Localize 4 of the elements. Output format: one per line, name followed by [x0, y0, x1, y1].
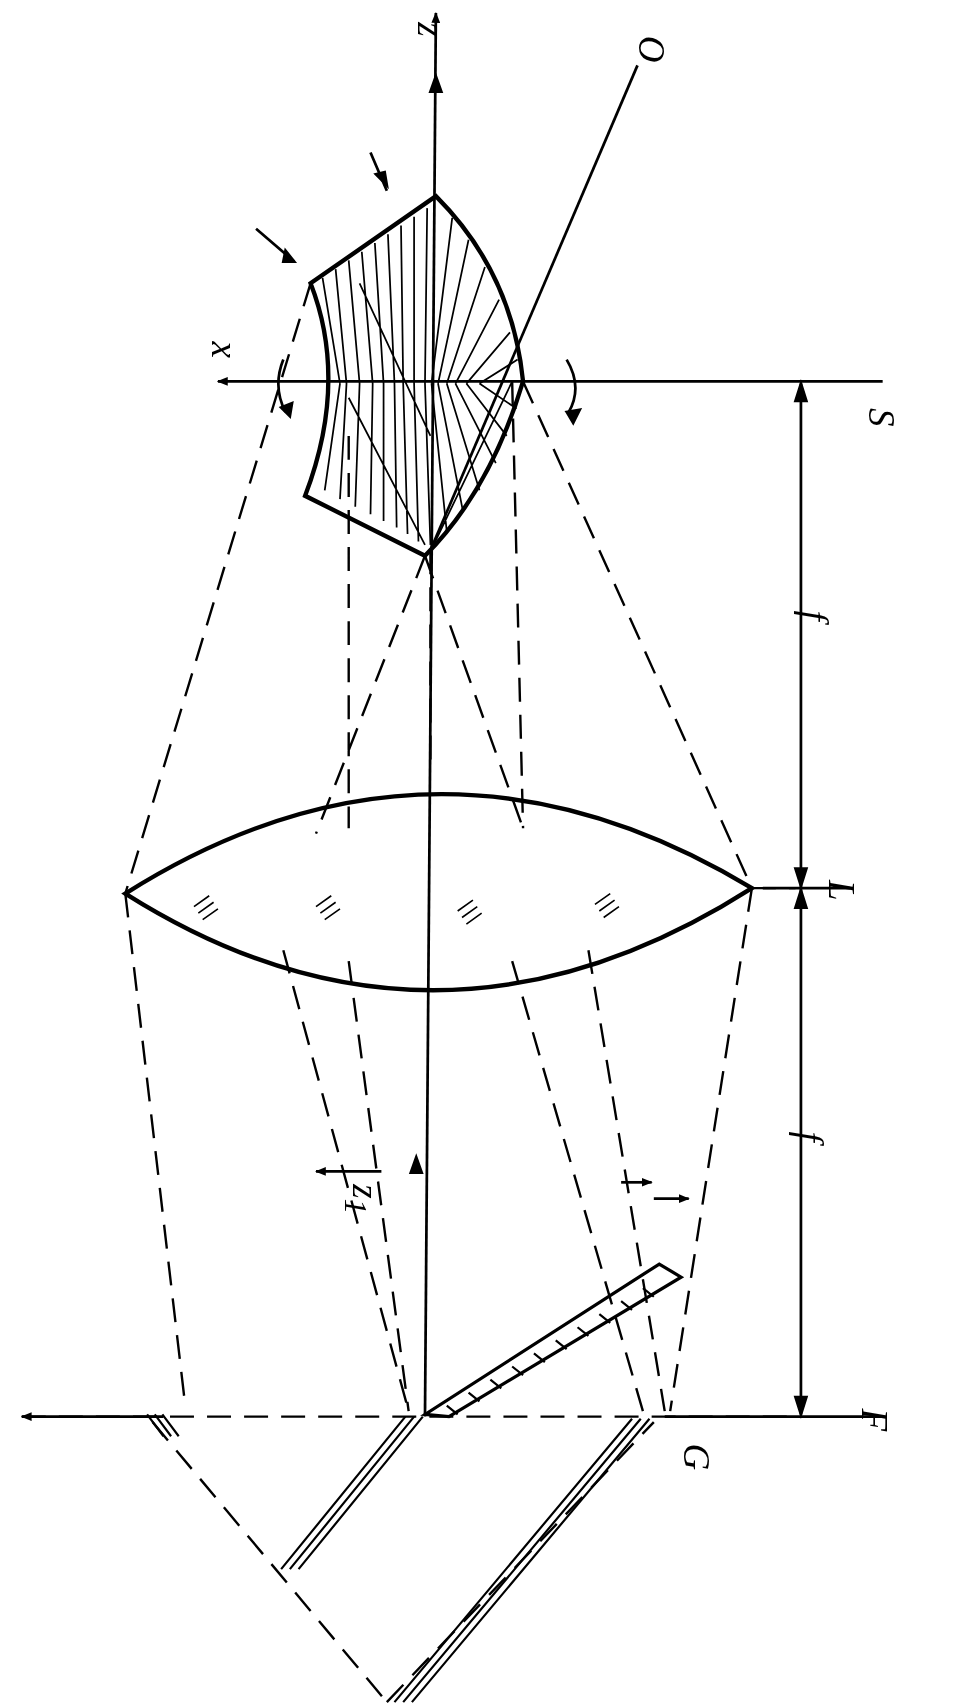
plane-label: G	[677, 1443, 715, 1471]
plane-label: S	[862, 408, 900, 427]
axis-label: O	[632, 35, 670, 63]
axis-label: x	[205, 341, 243, 358]
